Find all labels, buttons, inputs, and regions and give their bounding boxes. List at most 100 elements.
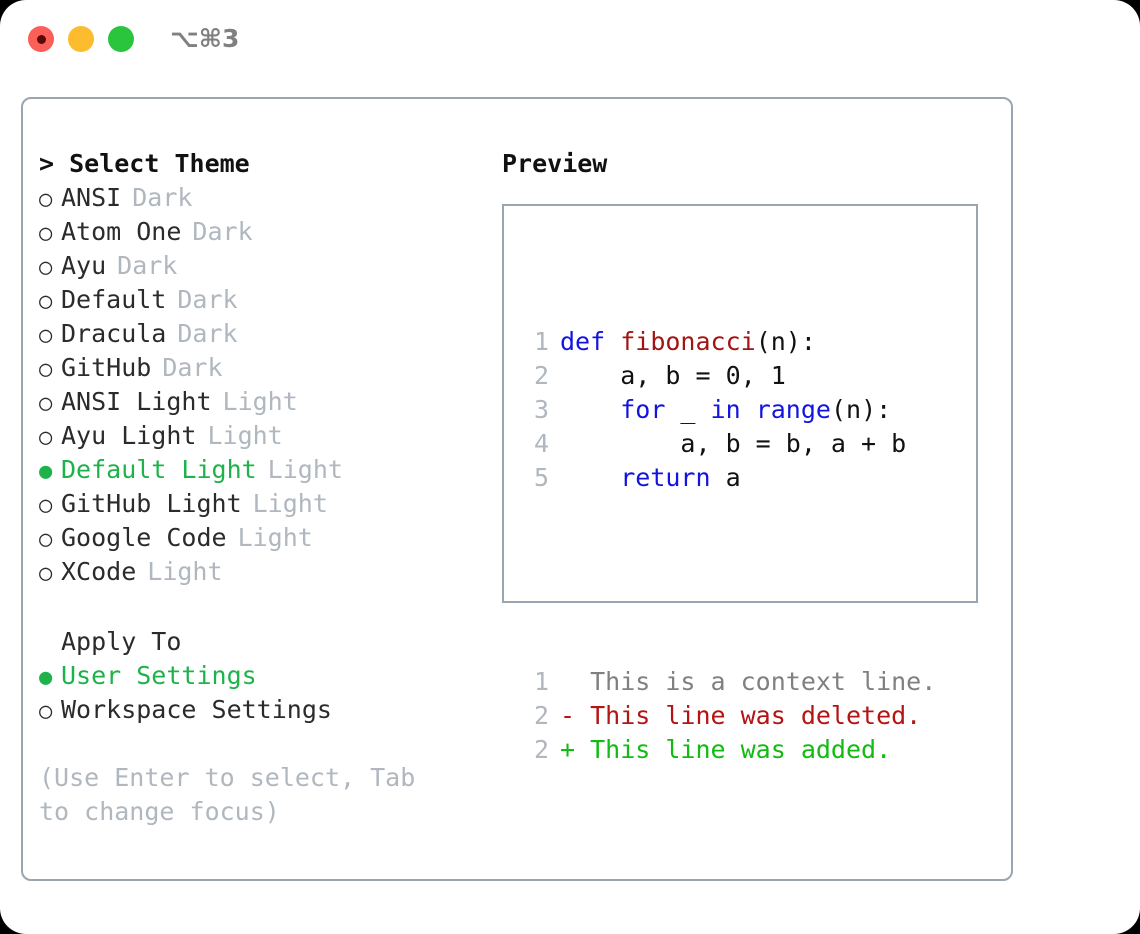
radio-unselected-icon: ○ — [39, 289, 53, 314]
theme-variant-badge: Dark — [117, 251, 178, 280]
theme-option-label: Default — [61, 285, 167, 314]
code-line: 5 return a — [523, 461, 936, 495]
radio-unselected-icon: ○ — [39, 221, 53, 246]
radio-unselected-icon: ○ — [39, 255, 53, 280]
theme-option-atom-one[interactable]: ○ Atom One Dark — [39, 215, 489, 249]
line-number: 3 — [533, 395, 549, 424]
code-token: range — [755, 395, 831, 424]
theme-variant-badge: Dark — [192, 217, 253, 246]
theme-variant-badge: Dark — [132, 183, 193, 212]
radio-unselected-icon: ○ — [39, 187, 53, 212]
line-number: 1 — [533, 667, 549, 696]
radio-unselected-icon: ○ — [39, 699, 53, 724]
diff-line-content: + This line was added. — [560, 735, 892, 764]
theme-option-label: Google Code — [61, 523, 227, 552]
theme-option-label: ANSI Light — [61, 387, 212, 416]
radio-unselected-icon: ○ — [39, 493, 53, 518]
theme-option-google-code[interactable]: ○ Google Code Light — [39, 521, 489, 555]
code-token — [560, 395, 620, 424]
diff-sample: 1 This is a context line.2- This line wa… — [523, 665, 936, 767]
theme-option-ansi[interactable]: ○ ANSI Dark — [39, 181, 489, 215]
code-token: (n): — [830, 395, 892, 424]
radio-unselected-icon: ○ — [39, 357, 53, 382]
code-token: def — [560, 327, 621, 356]
theme-option-ayu-light[interactable]: ○ Ayu Light Light — [39, 419, 489, 453]
diff-line: 2+ This line was added. — [523, 733, 936, 767]
apply-to-option-label: Workspace Settings — [61, 695, 332, 724]
theme-option-github[interactable]: ○ GitHub Dark — [39, 351, 489, 385]
theme-option-default-light[interactable]: ● Default Light Light — [39, 453, 489, 487]
theme-option-label: Dracula — [61, 319, 167, 348]
radio-selected-icon: ● — [39, 665, 53, 690]
line-number: 1 — [533, 327, 549, 356]
apply-to-option-label: User Settings — [61, 661, 257, 690]
radio-unselected-icon: ○ — [39, 561, 53, 586]
window-title: ⌥⌘3 — [170, 24, 240, 53]
theme-variant-badge: Light — [222, 387, 298, 416]
apply-to-header: Apply To — [61, 627, 182, 656]
theme-option-label: GitHub — [61, 353, 152, 382]
theme-variant-badge: Dark — [162, 353, 223, 382]
theme-option-github-light[interactable]: ○ GitHub Light Light — [39, 487, 489, 521]
code-line-content: a, b = 0, 1 — [560, 359, 786, 393]
apply-to-option-workspace-settings[interactable]: ○ Workspace Settings — [39, 693, 489, 727]
code-token: a — [710, 463, 741, 492]
theme-variant-badge: Light — [147, 557, 223, 586]
minimize-button[interactable] — [68, 26, 94, 52]
code-line-content: def fibonacci(n): — [560, 325, 816, 359]
diff-line: 2- This line was deleted. — [523, 699, 936, 733]
theme-variant-badge: Light — [207, 421, 283, 450]
select-theme-header: > Select Theme — [39, 149, 250, 178]
code-line: 1 def fibonacci(n): — [523, 325, 936, 359]
code-line-content: return a — [560, 461, 741, 495]
code-token — [741, 395, 756, 424]
theme-option-xcode[interactable]: ○ XCode Light — [39, 555, 489, 589]
code-line-content: a, b = b, a + b — [560, 427, 906, 461]
diff-line: 1 This is a context line. — [523, 665, 936, 699]
code-blank-line — [523, 563, 936, 597]
radio-unselected-icon: ○ — [39, 425, 53, 450]
theme-option-label: GitHub Light — [61, 489, 242, 518]
close-button[interactable] — [28, 26, 54, 52]
theme-variant-badge: Light — [267, 455, 343, 484]
code-token — [560, 463, 620, 492]
code-token: return — [620, 463, 711, 492]
diff-line-content: - This line was deleted. — [560, 701, 922, 730]
theme-variant-badge: Light — [252, 489, 328, 518]
radio-selected-icon: ● — [39, 459, 53, 484]
apply-to-list[interactable]: ● User Settings ○ Workspace Settings — [39, 659, 489, 727]
line-number: 4 — [533, 429, 549, 458]
theme-option-ayu[interactable]: ○ Ayu Dark — [39, 249, 489, 283]
radio-unselected-icon: ○ — [39, 391, 53, 416]
title-bar: ⌥⌘3 — [0, 0, 1140, 78]
code-line: 3 for _ in range(n): — [523, 393, 936, 427]
code-line-content: for _ in range(n): — [560, 393, 891, 427]
theme-variant-badge: Light — [237, 523, 313, 552]
theme-option-label: Ayu Light — [61, 421, 197, 450]
window-controls — [28, 26, 134, 52]
theme-option-label: Ayu — [61, 251, 107, 280]
diff-line-content: This is a context line. — [560, 667, 937, 696]
spacer — [39, 589, 489, 625]
radio-unselected-icon: ○ — [39, 527, 53, 552]
radio-unselected-icon: ○ — [39, 323, 53, 348]
code-line: 4 a, b = b, a + b — [523, 427, 936, 461]
code-token: fibonacci — [620, 327, 756, 356]
theme-option-label: XCode — [61, 557, 137, 586]
apply-to-option-user-settings[interactable]: ● User Settings — [39, 659, 489, 693]
preview-header: Preview — [502, 149, 608, 178]
theme-option-label: Default Light — [61, 455, 257, 484]
theme-option-label: ANSI — [61, 183, 122, 212]
maximize-button[interactable] — [108, 26, 134, 52]
theme-option-ansi-light[interactable]: ○ ANSI Light Light — [39, 385, 489, 419]
theme-option-label: Atom One — [61, 217, 182, 246]
